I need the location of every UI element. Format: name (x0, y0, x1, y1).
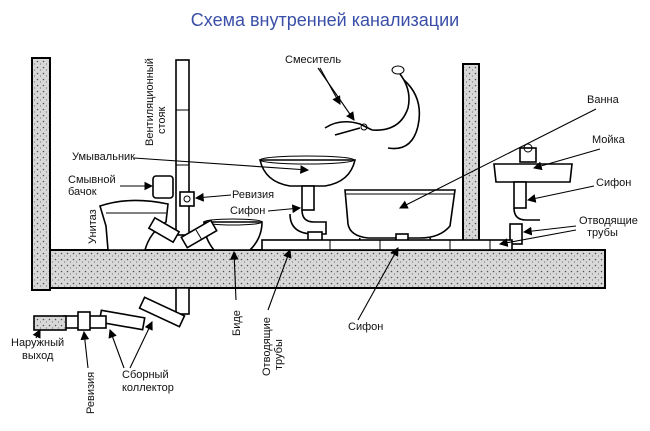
toilet-label: Унитаз (87, 209, 99, 244)
vent-riser-label: Вентиляционный стояк (144, 55, 168, 146)
siphon-bidet-label: Сифон (230, 205, 265, 217)
drain-pipes-mid-label: Отводящие трубы (261, 314, 285, 376)
collector-pipe (138, 296, 186, 328)
outer-outlet (33, 315, 67, 331)
bidet-label: Биде (231, 310, 243, 336)
cistern-label: Смывной бачок (68, 174, 119, 198)
diagram-title: Схема внутренней канализации (191, 10, 459, 30)
vent-riser-pipe (175, 59, 190, 236)
collector-label: Сборный коллектор (122, 369, 174, 394)
drain-pipe-horizontal (261, 239, 513, 251)
mixer-shape (324, 120, 373, 131)
siphon-sink-label: Сифон (596, 177, 631, 189)
revision-fitting (179, 191, 195, 207)
outlet-label: Наружный выход (11, 337, 67, 362)
left-wall (31, 57, 51, 291)
floor-slab (49, 249, 606, 289)
right-wall (462, 63, 480, 251)
sink-label: Мойка (592, 134, 626, 146)
siphon-bottom-label: Сифон (348, 321, 383, 333)
revision-top-label: Ревизия (232, 189, 274, 201)
revision-bottom-label: Ревизия (85, 372, 97, 414)
sink-shape (493, 163, 573, 183)
washbasin-label: Умывальник (72, 151, 135, 163)
cistern-shape (152, 175, 174, 199)
bathtub-shape (344, 189, 456, 239)
bathtub-label: Ванна (587, 94, 620, 106)
mixer-label: Смеситель (285, 54, 341, 66)
drain-pipes-right-label: Отводящие трубы (579, 215, 641, 239)
